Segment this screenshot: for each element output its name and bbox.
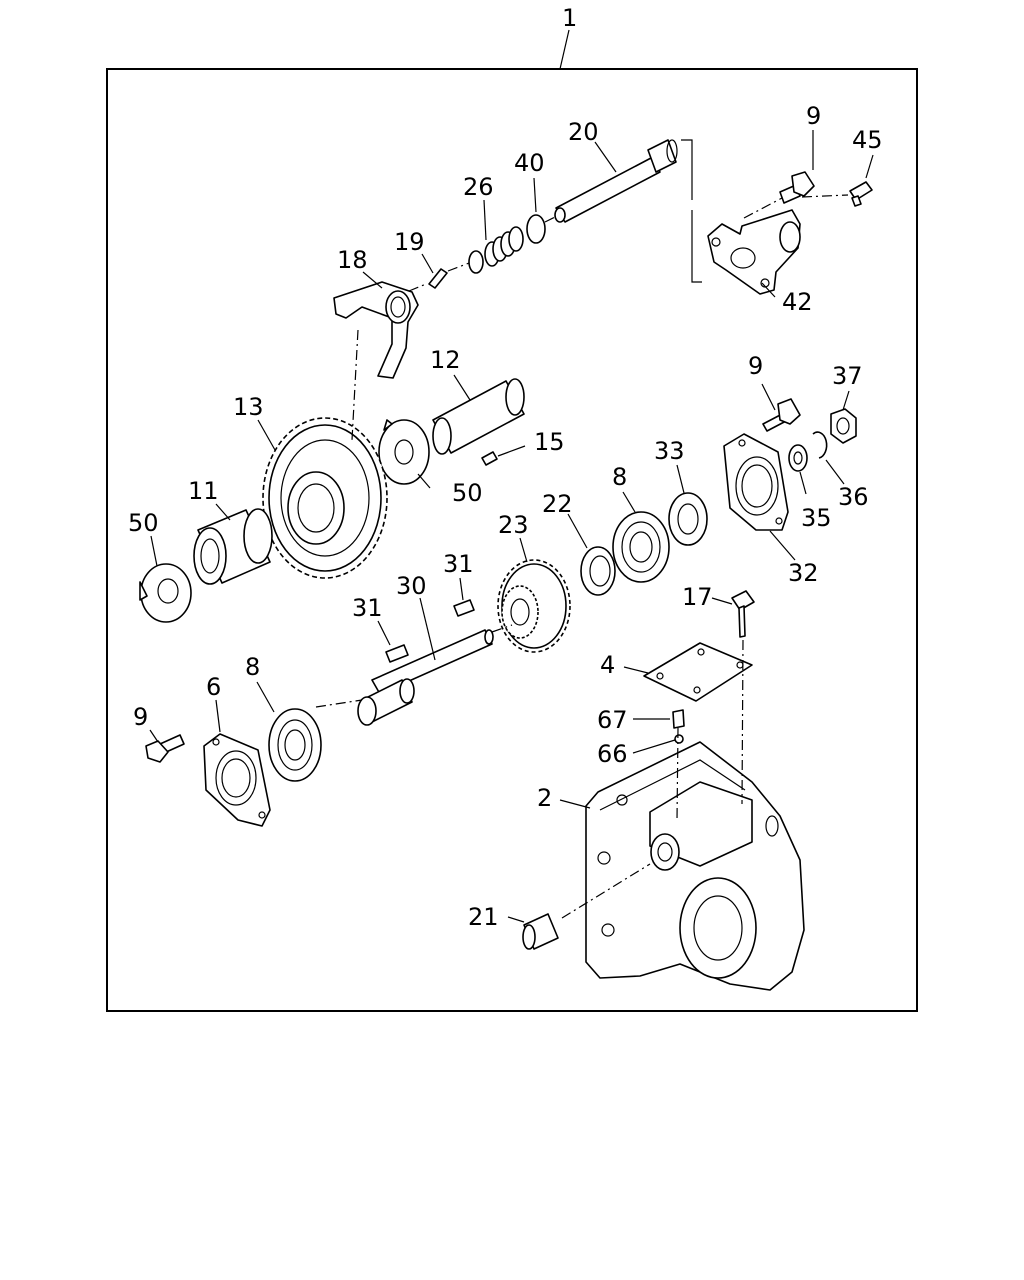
part-37-nut[interactable]: [830, 408, 857, 444]
part-2-housing[interactable]: [585, 741, 805, 991]
part-20-shift-rod[interactable]: [554, 139, 678, 223]
callout-8-lower: 8: [245, 653, 260, 681]
callout-36: 36: [838, 483, 869, 511]
part-50-thrust-washer-upper[interactable]: [378, 419, 430, 485]
part-23-gear[interactable]: [497, 559, 571, 653]
assembly-center-lines: [315, 194, 849, 919]
callout-42: 42: [782, 288, 813, 316]
callout-18: 18: [337, 246, 368, 274]
part-35-washer[interactable]: [788, 444, 808, 472]
callout-22: 22: [542, 490, 573, 518]
callout-40: 40: [514, 149, 545, 177]
callout-31-right: 31: [443, 550, 474, 578]
part-45-fitting[interactable]: [849, 181, 873, 207]
leader-lines: [149, 130, 874, 923]
part-9-bolt-top[interactable]: [779, 171, 815, 204]
callout-66: 66: [597, 740, 628, 768]
part-8-ball-bearing-lower[interactable]: [268, 708, 322, 782]
callout-31-left: 31: [352, 594, 383, 622]
part-9-bolt-right[interactable]: [762, 398, 801, 432]
callout-11: 11: [188, 477, 219, 505]
part-26-spring[interactable]: [484, 226, 524, 267]
part-4-gasket[interactable]: [643, 642, 753, 702]
callout-6: 6: [206, 673, 221, 701]
rod-to-cover-bracket: [681, 139, 702, 283]
callout-26: 26: [463, 173, 494, 201]
part-8-ball-bearing-upper[interactable]: [612, 511, 670, 583]
part-21-plug[interactable]: [522, 913, 559, 950]
callout-9-left: 9: [133, 703, 148, 731]
callout-35: 35: [801, 504, 832, 532]
callout-21: 21: [468, 903, 499, 931]
callout-15: 15: [534, 428, 565, 456]
callout-8-upper: 8: [612, 463, 627, 491]
part-50-thrust-washer-lower[interactable]: [139, 563, 192, 623]
part-12-sleeve[interactable]: [432, 378, 525, 455]
part-6-bearing-cover[interactable]: [203, 733, 271, 827]
callout-17: 17: [682, 583, 713, 611]
callout-67: 67: [597, 706, 628, 734]
callout-12: 12: [430, 346, 461, 374]
part-15-key[interactable]: [481, 451, 498, 466]
part-19-pin[interactable]: [428, 268, 448, 289]
callout-50-upper: 50: [452, 479, 483, 507]
part-31-key-left[interactable]: [385, 644, 409, 663]
part-18-shift-fork[interactable]: [333, 281, 419, 379]
callout-4: 4: [600, 651, 615, 679]
callout-37: 37: [832, 362, 863, 390]
part-42-shift-cover[interactable]: [707, 209, 801, 295]
callout-50-lower: 50: [128, 509, 159, 537]
part-9-bolt-left[interactable]: [145, 734, 185, 763]
callout-13: 13: [233, 393, 264, 421]
part-17-bolt[interactable]: [731, 590, 755, 638]
part-40-o-ring[interactable]: [526, 214, 546, 244]
callout-23: 23: [498, 511, 529, 539]
assembly-number-label: 1: [562, 4, 577, 32]
callout-30: 30: [396, 572, 427, 600]
callout-33: 33: [654, 437, 685, 465]
part-26-ring[interactable]: [468, 250, 484, 274]
part-66-ball[interactable]: [674, 734, 684, 744]
part-67-dowel[interactable]: [672, 709, 685, 729]
part-33-seal[interactable]: [668, 492, 708, 546]
part-13-large-gear[interactable]: [262, 417, 388, 579]
callout-20: 20: [568, 118, 599, 146]
part-11-needle-bearing[interactable]: [193, 508, 273, 585]
callout-19: 19: [394, 228, 425, 256]
assembly-frame: [106, 68, 918, 1012]
callout-45: 45: [852, 126, 883, 154]
part-31-key-right[interactable]: [453, 599, 475, 617]
part-36-lock-washer[interactable]: [812, 431, 828, 459]
callout-32: 32: [788, 559, 819, 587]
part-22-bearing-race[interactable]: [580, 546, 616, 596]
callout-9-top: 9: [806, 102, 821, 130]
part-30-main-shaft[interactable]: [357, 629, 494, 726]
callout-2: 2: [537, 784, 552, 812]
part-32-bearing-cover[interactable]: [723, 433, 789, 531]
callout-9-right: 9: [748, 352, 763, 380]
